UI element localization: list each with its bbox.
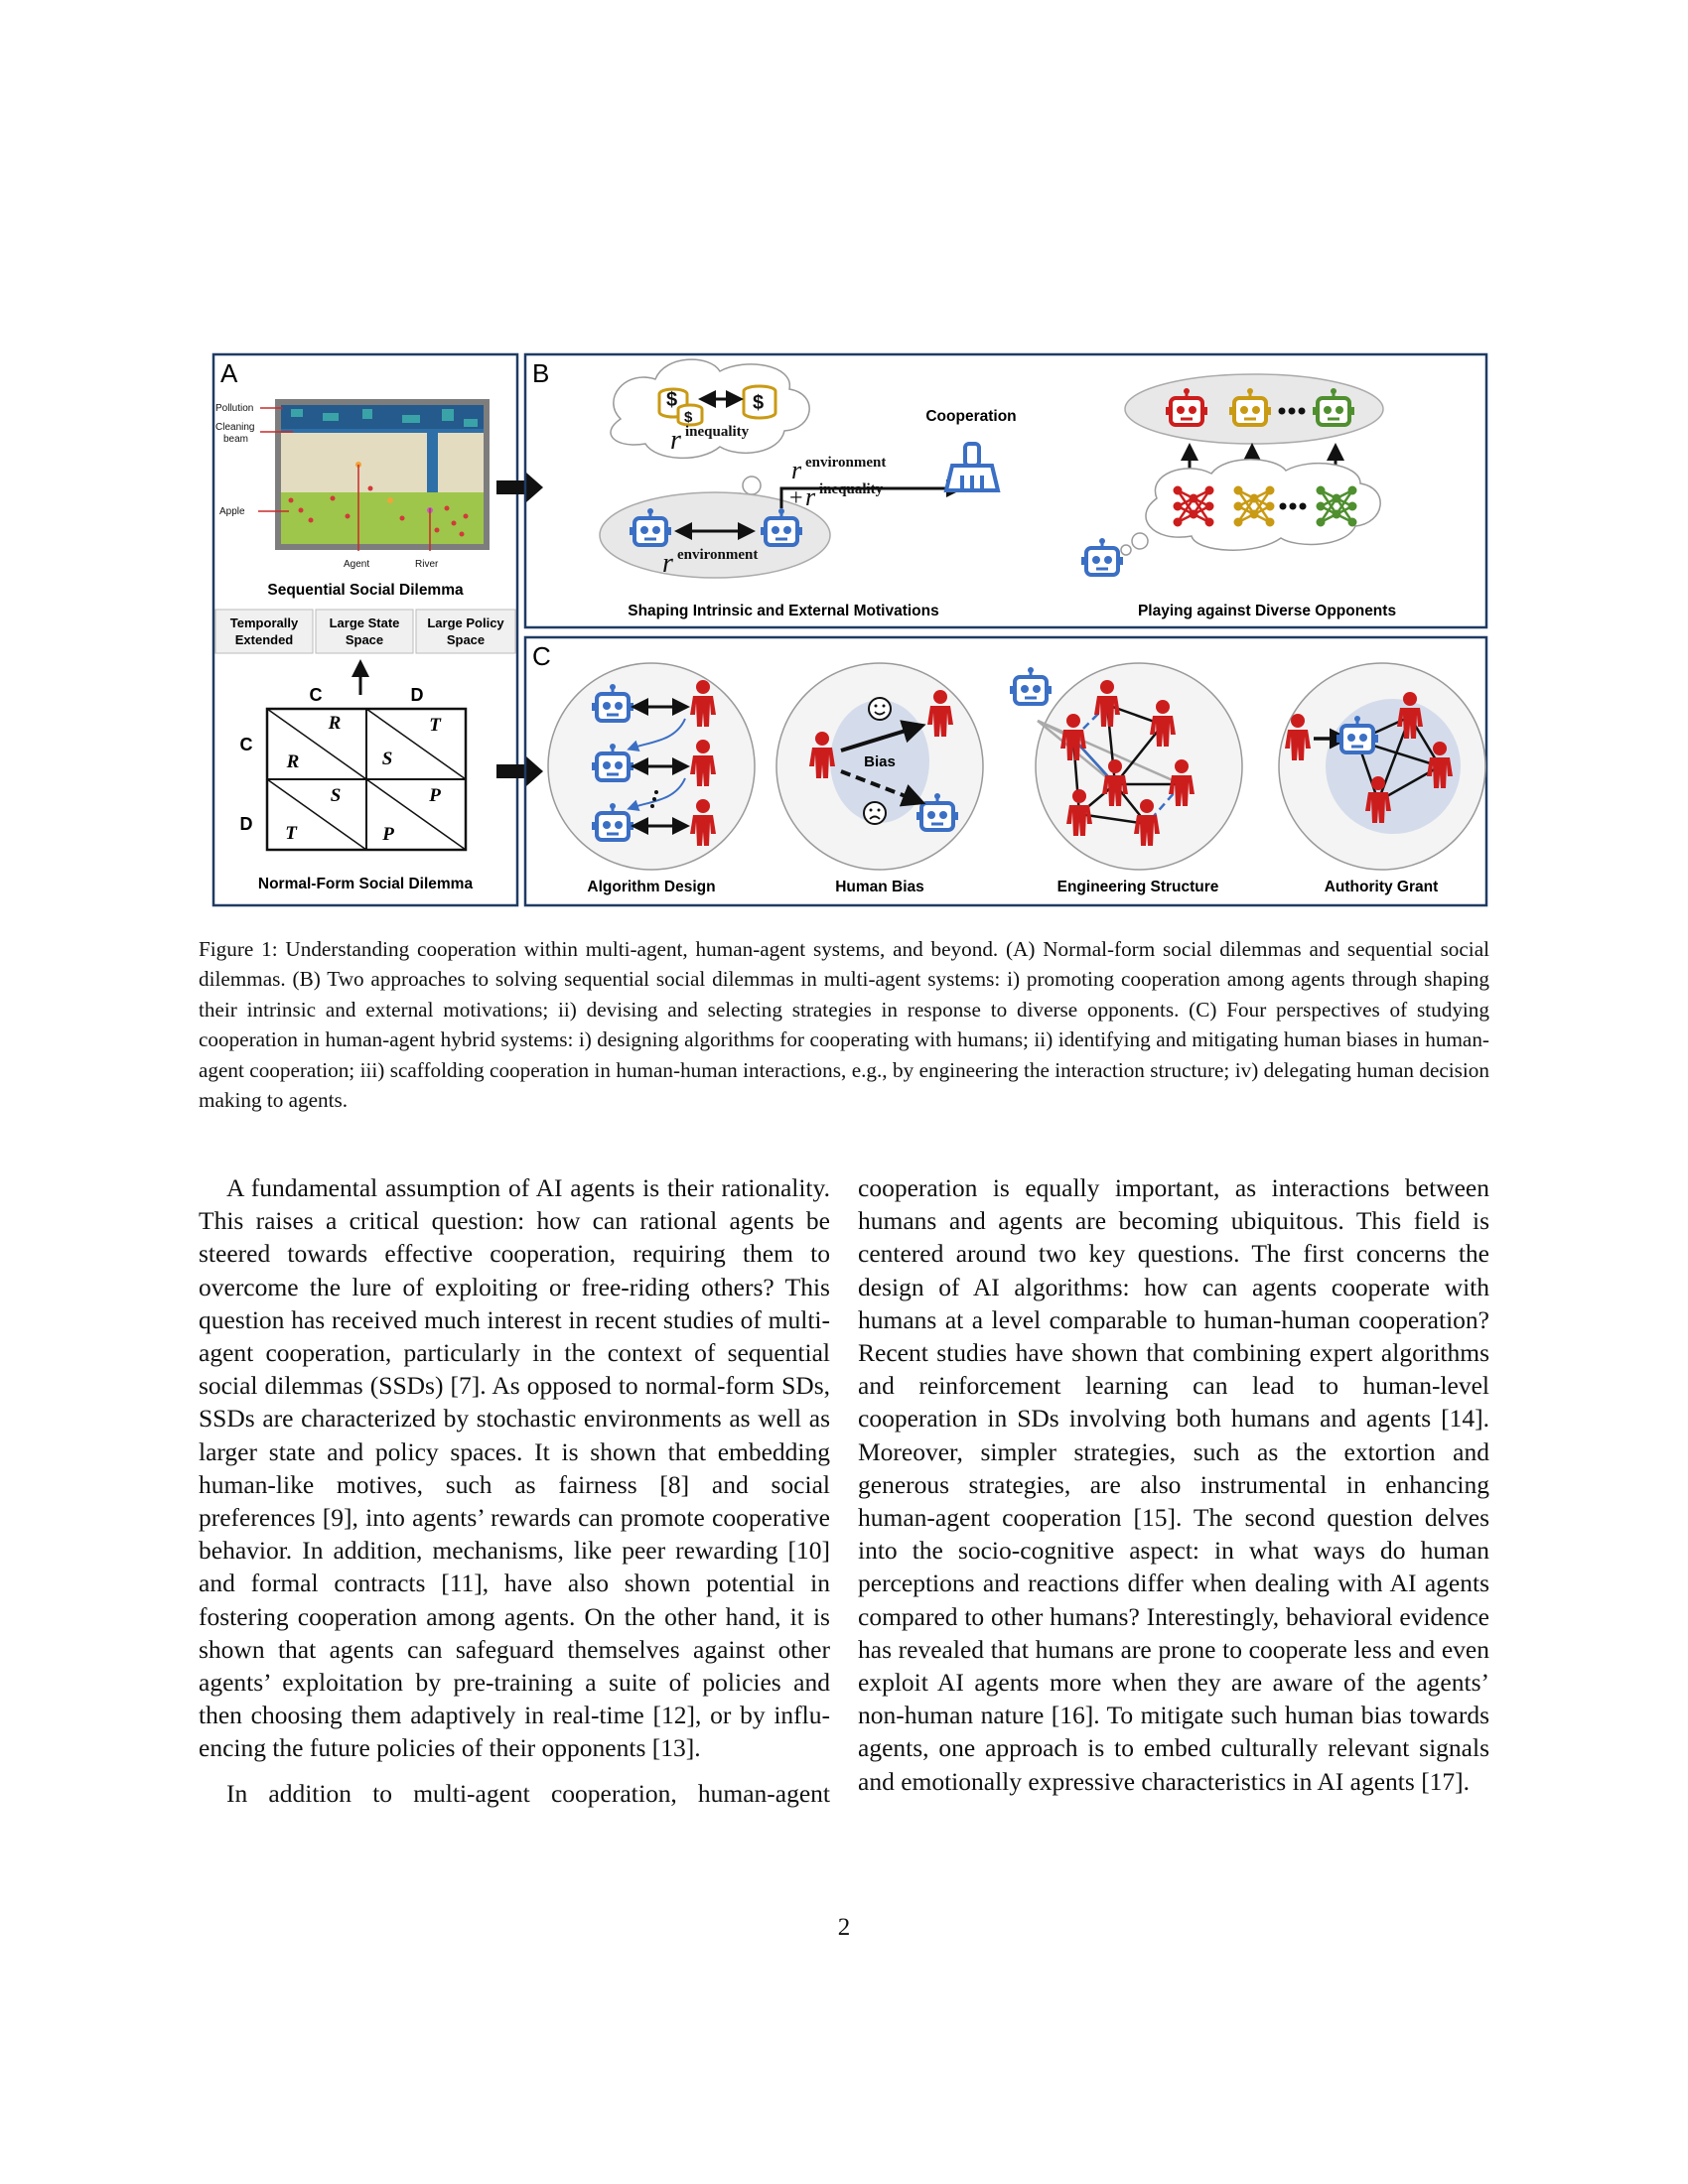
ellipsis-dots [1278,407,1306,415]
cell-dc-top: S [331,785,342,806]
beam-label: beam [223,434,248,445]
authority-grant-circle [1278,662,1486,871]
shaping-title: Shaping Intrinsic and External Motivatio… [628,603,939,619]
engineering-structure-title: Engineering Structure [1057,879,1219,895]
panel-c-letter: C [532,641,551,671]
cell-dc-bottom: T [285,823,298,844]
panel-b: B $ $ $ r inequality [523,352,1488,629]
ssd-environment-image [275,399,490,550]
nfsd-title: Normal-Form Social Dilemma [258,876,474,892]
matrix-col-c: C [310,685,323,705]
cell-cc-bottom: R [286,751,300,772]
broom-icon [943,442,1001,492]
figure-caption: Figure 1: Understanding cooperation with… [199,937,1489,1113]
cooperation-label: Cooperation [925,408,1016,425]
feature-2-line2: Space [346,632,383,647]
a-to-c-arrow [496,756,543,786]
r-ineq-right-sup: inequality [819,481,884,497]
cleaning-label: Cleaning [215,422,254,433]
policy-cloud [1145,459,1381,551]
feature-1-line2: Extended [235,632,294,647]
human-bias-title: Human Bias [835,879,924,895]
robot-icon [1079,536,1125,577]
plus-sign: + [789,485,803,511]
r-ineq-sup: inequality [685,424,750,440]
feature-boxes: Temporally Extended Large State Space La… [214,609,516,654]
agent-label: Agent [344,559,369,570]
panel-a: A [211,352,519,907]
cell-cd-top: T [429,715,442,736]
panel-a-letter: A [220,358,238,388]
left-column: A fundamental assumption of AI agents is… [199,1171,830,1810]
matrix-row-d: D [240,814,253,834]
cell-cc-top: R [328,713,342,734]
feature-1-line1: Temporally [230,615,299,630]
ssd-title: Sequential Social Dilemma [267,582,464,599]
pollution-label: Pollution [215,403,253,414]
algorithm-design-circle [547,662,756,871]
algorithm-design-title: Algorithm Design [587,879,715,895]
cell-cd-bottom: S [382,749,393,769]
coins-icon: $ $ $ [657,384,777,427]
right-column: cooperation is equally important, as int… [858,1171,1489,1798]
r-env-right-sup: environment [805,455,886,471]
page-number: 2 [837,1914,851,1941]
r-env-r: r [662,548,673,579]
feature-2-line1: Large State [330,615,400,630]
dollar-2: $ [684,409,693,426]
smile-icon [868,697,892,721]
human-bias-circle: Bias [775,662,984,871]
matrix-col-d: D [411,685,424,705]
panel-c: C Algorithm Design [523,635,1488,907]
payoff-matrix: C D C D R R T S S T P P [240,685,468,852]
body-paragraph: A fundamental assumption of AI agents is… [199,1173,830,1763]
frown-icon [863,801,887,825]
body-paragraph: cooperation is equally important, as int… [858,1173,1489,1796]
authority-grant-title: Authority Grant [1325,879,1439,895]
r-env-right-r: r [791,456,802,484]
panel-b-letter: B [532,358,549,388]
body-paragraph: In addition to multi-agent cooperation, … [226,1778,830,1808]
r-env-sup: environment [677,547,758,563]
r-ineq-right-r: r [805,482,816,511]
cell-dd-bottom: P [381,824,394,845]
playing-title: Playing against Diverse Opponents [1138,603,1396,619]
cell-dd-top: P [428,785,441,806]
bias-label: Bias [864,753,896,770]
engineering-structure-circle [1008,662,1243,871]
dollar-1: $ [666,389,677,411]
feature-3-line2: Space [447,632,485,647]
feature-3-line1: Large Policy [427,615,504,630]
river-label: River [415,559,439,570]
a-to-b-arrow [496,473,543,502]
r-ineq-r: r [670,425,681,456]
matrix-row-c: C [240,735,253,754]
figure-1: A [204,349,1490,910]
apple-label: Apple [219,506,245,517]
dollar-3: $ [753,392,764,414]
